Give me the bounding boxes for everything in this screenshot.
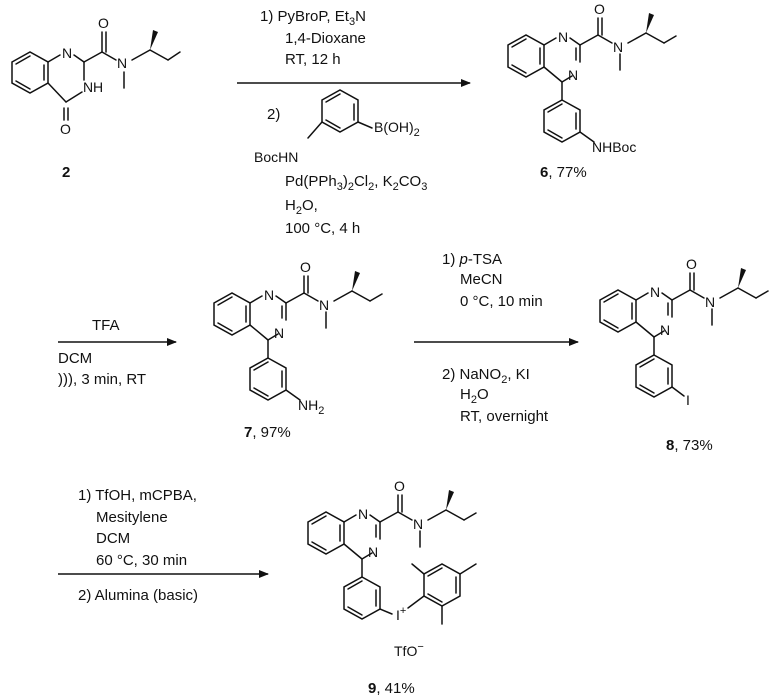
atom-n: N [558,29,568,45]
compound-9-label: 9, 41% [368,680,415,697]
svg-text:1) PyBroP, Et3N: 1) PyBroP, Et3N [260,8,366,28]
compound-2-structure: N N H O O N [11,15,181,137]
bochn-group: BocHN [254,149,298,165]
svg-text:2) NaNO2, KI: 2) NaNO2, KI [442,366,530,386]
compound-6-yield: , 77% [548,164,586,181]
step2-reagent: TFA [92,317,120,334]
svg-text:H2O: H2O [460,386,489,406]
step1-line4: 2) [267,106,280,123]
boronic-acid-group: B(OH) [374,119,414,135]
compound-2-label: 2 [62,164,70,181]
step1-line2: 1,4-Dioxane [285,30,366,47]
atom-n: N [264,287,274,303]
compound-7-structure: N N O N NH2 [213,259,383,417]
svg-text:I+: I+ [396,605,406,623]
step3-line3: 0 °C, 10 min [460,293,543,310]
atom-n: N [319,297,329,313]
svg-text:TfO−: TfO− [394,641,424,659]
atom-n: N [117,55,127,71]
compound-7-label: 7, 97% [244,424,291,441]
step4-line5: 2) Alumina (basic) [78,587,198,604]
step-2-conditions: TFA DCM ))), 3 min, RT [58,317,146,388]
step3-line4: 2) NaNO [442,366,501,383]
step3-line5: H [460,386,471,403]
svg-text:NH2: NH2 [298,397,324,417]
atom-o: O [394,478,405,494]
atom-o: O [594,1,605,17]
step4-line3: DCM [96,530,130,547]
atom-o: O [300,259,311,275]
svg-text:B(OH)2: B(OH)2 [374,119,420,139]
atom-n: N [568,67,578,83]
atom-n: N [62,45,72,61]
compound-7-yield: , 97% [252,424,290,441]
atom-n: N [705,294,715,310]
svg-text:1) p-TSA: 1) p-TSA [442,251,502,268]
step1-line6: H [285,197,296,214]
atom-h: H [93,79,103,95]
step1-line1: 1) PyBroP, Et [260,8,350,25]
atom-o: O [60,121,71,137]
iodo-group: I [686,392,690,408]
step-4-conditions: 1) TfOH, mCPBA, Mesitylene DCM 60 °C, 30… [78,487,198,604]
compound-8-label: 8, 73% [666,437,713,454]
step-1-conditions: 1) PyBroP, Et3N 1,4-Dioxane RT, 12 h 2) … [254,8,427,237]
nhboc-group: NHBoc [592,139,636,155]
amine-group: NH [298,397,318,413]
compound-9-structure: N N O N I+ TfO− [307,478,477,659]
atom-o: O [98,15,109,31]
compound-6-structure: N N O N NHBoc [507,1,677,155]
atom-o: O [686,256,697,272]
step1-line7: 100 °C, 4 h [285,220,360,237]
step3-line1: 1) [442,251,460,268]
compound-8-structure: N N O N I [599,256,769,408]
compound-9-yield: , 41% [376,680,414,697]
triflate-counterion: TfO [394,643,417,659]
step1-line3: RT, 12 h [285,51,341,68]
svg-text:Pd(PPh3)2Cl2, K2CO3: Pd(PPh3)2Cl2, K2CO3 [285,173,427,193]
step1-line5: Pd(PPh [285,173,337,190]
iodonium-atom: I [396,607,400,623]
atom-n: N [358,506,368,522]
boronic-acid-structure: B(OH)2 BocHN [254,89,420,165]
compound-6-label: 6, 77% [540,164,587,181]
svg-text:H2O,: H2O, [285,197,318,217]
step4-line4: 60 °C, 30 min [96,552,187,569]
step2-line1: DCM [58,350,92,367]
atom-n: N [274,325,284,341]
atom-n: N [368,544,378,560]
atom-n: N [660,322,670,338]
step4-line1: 1) TfOH, mCPBA, [78,487,197,504]
step3-line6: RT, overnight [460,408,549,425]
atom-n: N [650,284,660,300]
step2-line2: ))), 3 min, RT [58,371,146,388]
step3-line2: MeCN [460,271,503,288]
step-3-conditions: 1) p-TSA MeCN 0 °C, 10 min 2) NaNO2, KI … [442,251,549,425]
compound-8-yield: , 73% [674,437,712,454]
atom-n: N [613,39,623,55]
atom-n: N [83,79,93,95]
atom-n: N [413,516,423,532]
step4-line2: Mesitylene [96,509,168,526]
